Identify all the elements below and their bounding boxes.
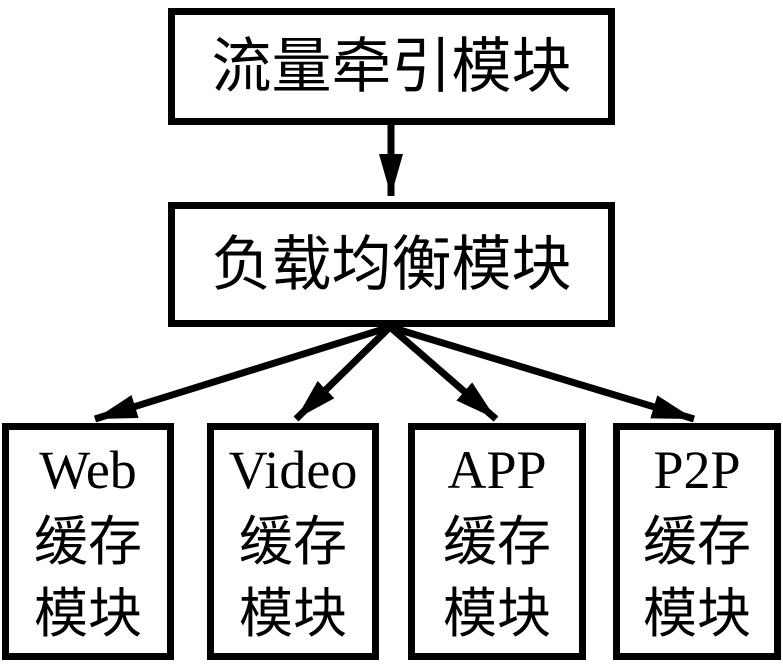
node-traffic-module: 流量牵引模块: [168, 8, 615, 125]
node-p2p-cache-line2: 缓存: [643, 511, 751, 572]
node-video-cache-line1: Video: [228, 439, 358, 500]
arrow-loadbalancer-to-p2p: [388, 323, 696, 423]
node-app-cache-line3: 模块: [443, 583, 551, 644]
node-p2p-cache-line3: 模块: [643, 583, 751, 644]
node-web-cache-module: Web 缓存 模块: [2, 423, 174, 660]
node-video-cache-module: Video 缓存 模块: [207, 423, 379, 660]
node-app-cache-module: APP 缓存 模块: [408, 423, 586, 660]
node-traffic-label: 流量牵引模块: [211, 33, 572, 100]
arrow-loadbalancer-to-web: [93, 323, 392, 423]
node-app-cache-line2: 缓存: [443, 511, 551, 572]
node-web-cache-line2: 缓存: [34, 511, 142, 572]
node-load-balancer-label: 负载均衡模块: [211, 231, 572, 298]
node-p2p-cache-module: P2P 缓存 模块: [613, 423, 781, 660]
arrow-loadbalancer-to-app: [387, 324, 499, 422]
arrow-loadbalancer-to-video: [293, 324, 393, 422]
node-app-cache-line1: APP: [447, 439, 547, 500]
node-web-cache-line1: Web: [39, 439, 137, 500]
node-video-cache-line2: 缓存: [239, 511, 347, 572]
node-video-cache-line3: 模块: [239, 583, 347, 644]
node-p2p-cache-line1: P2P: [653, 439, 741, 500]
node-web-cache-line3: 模块: [34, 583, 142, 644]
node-load-balancer-module: 负载均衡模块: [168, 202, 615, 327]
